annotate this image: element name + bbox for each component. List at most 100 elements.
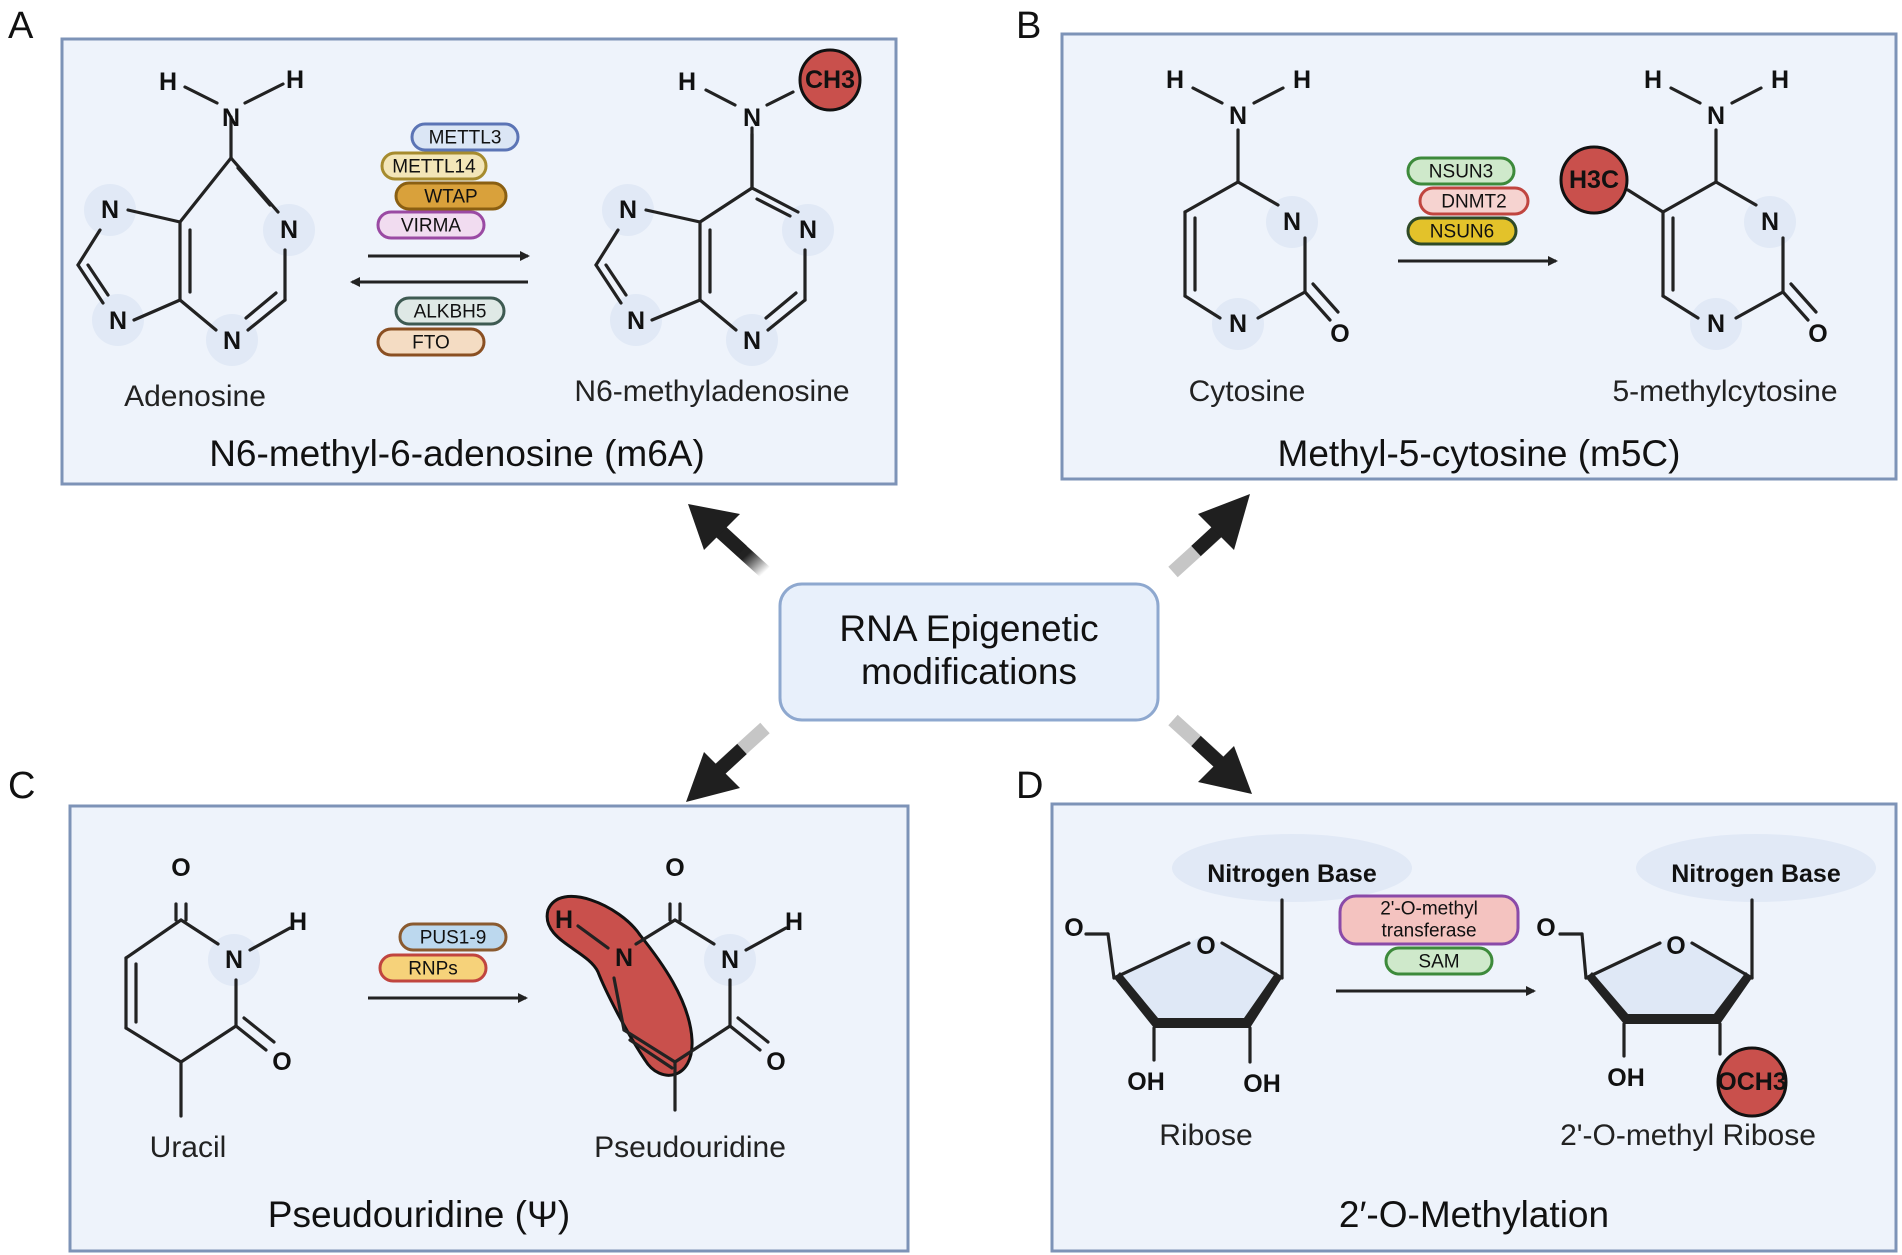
arrow-to-b: [1168, 494, 1250, 578]
product-label-5-methylcytosine: 5-methylcytosine: [1612, 375, 1837, 408]
panel-b-box: [1060, 32, 1898, 481]
chemical-bond: [650, 298, 702, 322]
chemical-bond: [76, 228, 102, 267]
methyl-group-b: H3C: [1569, 166, 1619, 194]
enzyme-fto: FTO: [412, 333, 450, 354]
chemical-bond: [764, 291, 798, 320]
atom-label-n: N: [627, 307, 645, 335]
chemical-bond: [248, 926, 292, 952]
substrate-label-ribose: Ribose: [1159, 1119, 1252, 1152]
panel-m6a: A N H H N N N: [8, 5, 898, 486]
atom-halo: [782, 204, 834, 256]
chemical-bond: [765, 90, 795, 107]
panel-pseudouridine: C O N H O Uracil PUS1-9 RN: [8, 765, 910, 1253]
atom-halo: [206, 314, 258, 366]
chemical-bond: [126, 208, 182, 224]
chemical-bond: [622, 1028, 677, 1064]
atom-label-o: O: [1330, 320, 1349, 348]
panel-a-title: N6-methyl-6-adenosine (m6A): [209, 433, 705, 474]
atom-label-n: N: [222, 104, 240, 132]
chemical-bond: [1252, 86, 1285, 105]
panel-2o-methylation: D Nitrogen Base O O OH OH Ribose 2'-O-me…: [1016, 765, 1898, 1253]
panel-a-box: [60, 37, 898, 486]
atom-label-n: N: [225, 946, 243, 974]
panel-c-title: Pseudouridine (Ψ): [268, 1194, 570, 1235]
enzyme-nsun6: NSUN6: [1430, 222, 1494, 243]
ribose-structure: Nitrogen Base O O OH OH: [1064, 834, 1412, 1098]
panel-m5c: B N H H N N O Cytosine NSUN3: [1016, 5, 1898, 481]
atom-label-h: H: [286, 66, 304, 94]
enzyme-mettl3: METTL3: [429, 128, 502, 149]
chemical-bond: [698, 186, 754, 224]
chemical-bond: [750, 186, 800, 214]
center-node: RNA Epigenetic modifications: [778, 582, 1160, 722]
chemical-bond: [628, 1038, 674, 1070]
chemical-bond: [1714, 180, 1758, 207]
chemical-bond: [1191, 86, 1224, 105]
atom-label-n: N: [101, 196, 119, 224]
atom-label-o: O: [665, 854, 684, 882]
chemical-bond: [1626, 188, 1665, 214]
arrow-to-a: [688, 504, 770, 578]
chemical-bond: [736, 1016, 770, 1044]
chemical-bond: [744, 926, 788, 952]
chemical-bond: [1781, 290, 1810, 322]
chemical-bond: [246, 298, 287, 332]
chemical-bond: [234, 1024, 268, 1052]
chemical-bond: [1669, 86, 1702, 105]
atom-label-n: N: [743, 327, 761, 355]
atom-halo: [1266, 196, 1318, 248]
atom-halo: [602, 184, 654, 236]
atom-label-n: N: [1229, 102, 1247, 130]
2o-methyl-ribose-structure: Nitrogen Base O O OH OCH3: [1536, 834, 1876, 1118]
atom-label-n: N: [1707, 102, 1725, 130]
atom-label-h: H: [1166, 66, 1184, 94]
enzyme-alkbh5: ALKBH5: [414, 302, 487, 323]
chemical-bond: [1183, 294, 1222, 320]
chemical-bond: [728, 1024, 762, 1052]
atom-halo: [704, 934, 756, 986]
chemical-bond: [178, 298, 218, 332]
panel-letter-c: C: [8, 765, 35, 807]
center-label-line2: modifications: [861, 651, 1077, 692]
adenosine-structure: N H H N N N N: [76, 66, 315, 366]
chemical-bond: [76, 263, 105, 305]
chemical-bond: [236, 166, 272, 207]
atom-label-n: N: [799, 216, 817, 244]
uracil-structure: O N H O: [124, 854, 307, 1118]
chemical-bond: [124, 1026, 183, 1064]
chemical-bond: [1256, 290, 1307, 320]
atom-halo: [1744, 196, 1796, 248]
chemical-bond: [594, 228, 620, 267]
chemical-bond: [178, 156, 233, 224]
panel-c-box: [68, 804, 910, 1253]
atom-label-n: N: [1283, 208, 1301, 236]
panel-letter-a: A: [8, 5, 34, 47]
atom-label-o: O: [1536, 914, 1555, 942]
atom-label-n: N: [743, 104, 761, 132]
atom-label-o: O: [1064, 914, 1083, 942]
chemical-bond: [766, 298, 807, 332]
chemical-bond: [1730, 86, 1763, 105]
atom-halo: [610, 294, 662, 346]
enzyme-dnmt2: DNMT2: [1441, 192, 1506, 213]
arrow-to-c: [686, 722, 770, 802]
chemical-bond: [644, 208, 702, 224]
chemical-bond: [1311, 282, 1340, 314]
chemical-bond: [1580, 932, 1588, 980]
chemical-bond: [1106, 932, 1116, 980]
chemical-bond: [1183, 180, 1240, 214]
chemical-bond: [242, 1016, 276, 1044]
enzyme-virma: VIRMA: [401, 216, 462, 237]
enzyme-mettl14: METTL14: [392, 157, 476, 178]
atom-label-h: H: [159, 68, 177, 96]
atom-label-o: O: [272, 1048, 291, 1076]
atom-label-oh: OH: [1243, 1070, 1281, 1098]
chemical-bond: [243, 82, 285, 105]
chemical-bond: [634, 918, 677, 946]
chemical-bond: [594, 263, 623, 305]
chemical-bond: [604, 263, 628, 297]
chemical-bond: [1584, 941, 1662, 980]
m6a-writers: METTL3 METTL14 WTAP VIRMA: [376, 122, 520, 240]
